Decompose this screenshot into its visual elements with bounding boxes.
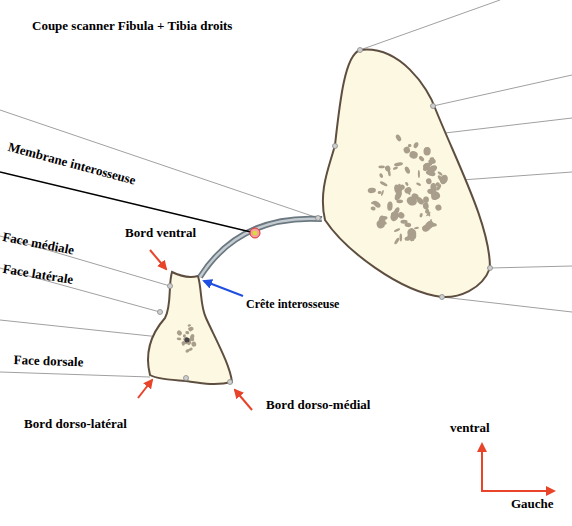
membrane-point-core [253,231,257,235]
axis-label: ventral [450,421,490,435]
marrow-spot [371,200,377,204]
marrow-spot [387,201,393,211]
crest-label: Crête interosseuse [246,298,339,311]
marrow-spot [177,337,182,340]
tibia-marrow [367,134,449,245]
marrow-spot [418,170,420,178]
border-label: Bord ventral [125,226,196,240]
marrow-spot [191,341,197,347]
marrow-spot [397,211,406,220]
marrow-spot [430,190,442,201]
marrow-spot [387,169,391,177]
interosseous-membrane [200,219,322,277]
marrow-spot [380,190,384,197]
marrow-spot [418,155,425,162]
marrow-spot [393,166,399,170]
marrow-spot [377,191,381,195]
marrow-spot [431,194,437,200]
marrow-spot [423,147,431,156]
diagram-title: Coupe scanner Fibula + Tibia droits [32,19,232,33]
membrane-point [250,228,260,238]
axis-label: Gauche [511,497,554,511]
marrow-spot [394,228,401,233]
face-label: Face médiale [1,230,75,258]
leader-lines [0,0,572,377]
marrow-spot [379,220,387,225]
marrow-spot [403,146,411,155]
marrow-spot [405,181,410,186]
marrow-spot [435,204,443,212]
marrow-spot [185,331,190,335]
marrow-spot [367,187,376,193]
marrow-spot [413,141,420,148]
marrow-spot [187,324,191,327]
axis-arrow [481,444,483,491]
fibula-marrow [176,324,197,353]
marrow-spot [423,167,428,171]
marrow-spot [379,173,384,179]
marrow-spot [404,166,411,175]
marrow-spot [394,162,403,167]
marrow-spot [395,134,403,143]
pointer-arrow [235,390,252,410]
border-label: Bord dorso-médial [266,398,370,412]
axis-arrow [481,490,554,492]
marrow-spot [423,202,430,209]
point-markers [158,48,493,385]
marrow-spot [404,236,411,241]
marrow-spot [425,169,436,177]
marrow-spot [409,150,419,160]
fibula-section [148,272,232,384]
marrow-spot [424,219,436,230]
marrow-spot [416,182,422,187]
interosseous-membrane-inner [200,219,322,277]
face-label: Face dorsale [14,353,84,370]
marrow-spot [425,178,432,185]
marrow-spot [403,186,412,195]
marrow-spot [191,337,194,342]
marrow-spot [400,220,407,224]
marrow-spot [428,158,436,164]
marrow-spot [188,347,193,352]
marrow-spot [378,166,384,169]
marrow-spot [176,329,183,336]
marrow-spot [426,208,431,217]
structure-label: Membrane interosseuse [6,140,137,188]
pointer-arrow [138,380,152,398]
marrow-spot [437,171,443,177]
marrow-spot [423,196,429,203]
marrow-spot [414,227,419,230]
marrow-spot [409,234,417,242]
marrow-spot [435,182,440,186]
marrow-spot [396,199,403,203]
marrow-spot [394,237,401,245]
center-dot [185,338,190,343]
border-label: Bord dorso-latéral [24,417,127,431]
face-label: Face latérale [2,262,74,287]
pointer-arrow [204,281,243,296]
tibia-section [323,50,490,297]
marrow-spot [189,326,194,330]
marrow-spot [400,234,403,242]
marrow-spot [370,206,376,211]
marrow-spot [419,213,423,218]
marrow-spot [372,200,382,209]
marrow-spot [398,184,402,190]
marrow-spot [408,144,412,148]
marrow-spot [379,180,388,187]
pointer-arrow [150,250,166,269]
